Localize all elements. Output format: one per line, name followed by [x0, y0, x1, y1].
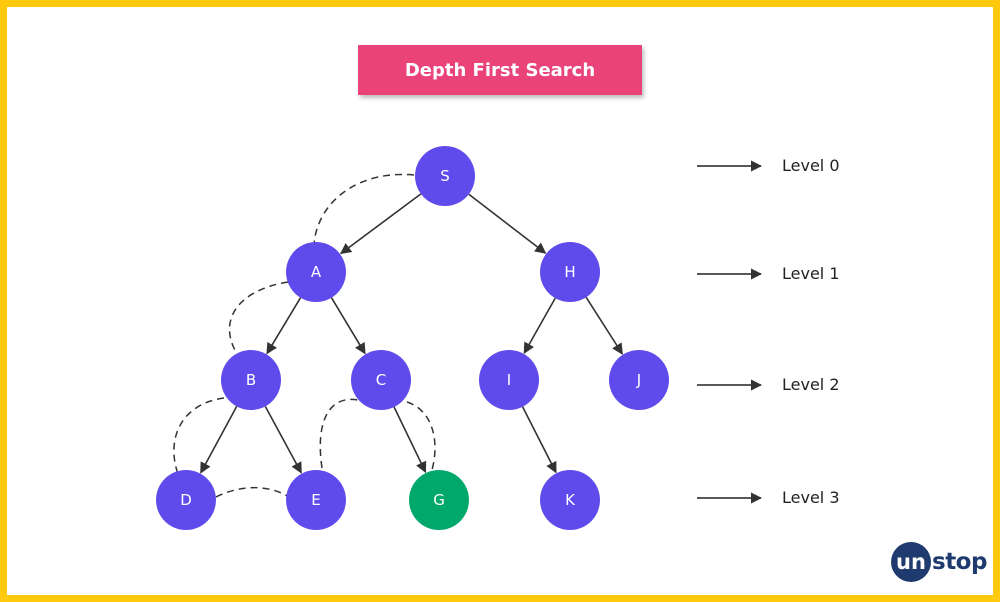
node-s: S: [415, 146, 475, 206]
logo-circle: un: [891, 542, 931, 582]
node-label: B: [246, 371, 256, 389]
node-label: C: [376, 371, 386, 389]
node-circle: [156, 470, 216, 530]
node-a: A: [286, 242, 346, 302]
traversal-path-d-to-e: [215, 486, 290, 498]
node-label: S: [440, 167, 450, 185]
edge-s-to-a: [339, 193, 422, 255]
node-k: K: [540, 470, 600, 530]
graph-nodes: S A H B C I J D E G K: [156, 146, 669, 530]
level-label: Level 0: [782, 156, 840, 175]
node-e: E: [286, 470, 346, 530]
edge-i-to-k: [521, 406, 557, 474]
level-indicator-1: Level 1: [697, 264, 840, 283]
level-label: Level 3: [782, 488, 840, 507]
traversal-path-a-to-b: [228, 281, 289, 353]
logo-text: stop: [932, 549, 987, 575]
level-label: Level 1: [782, 264, 840, 283]
node-circle: [415, 146, 475, 206]
edge-b-to-d: [200, 405, 238, 474]
node-c: C: [351, 350, 411, 410]
unstop-logo: un stop: [891, 540, 987, 584]
edge-a-to-b: [266, 297, 302, 355]
title-banner: Depth First Search: [358, 45, 642, 95]
traversal-path-s-to-a: [313, 173, 415, 245]
node-label: G: [433, 491, 445, 509]
node-i: I: [479, 350, 539, 410]
node-label: H: [564, 263, 575, 281]
edge-a-to-c: [330, 297, 366, 355]
node-circle: [540, 242, 600, 302]
graph-edges: [200, 193, 623, 474]
level-label: Level 2: [782, 375, 840, 394]
node-circle: [286, 470, 346, 530]
edge-b-to-e: [264, 405, 302, 474]
node-label: J: [636, 371, 641, 389]
level-indicator-0: Level 0: [697, 156, 840, 175]
level-indicator-2: Level 2: [697, 375, 840, 394]
node-circle: [409, 470, 469, 530]
node-circle: [286, 242, 346, 302]
traversal-path-e-to-c: [319, 398, 359, 469]
node-d: D: [156, 470, 216, 530]
node-label: K: [565, 491, 576, 509]
node-circle: [479, 350, 539, 410]
node-circle: [540, 470, 600, 530]
edge-h-to-j: [585, 296, 623, 355]
node-j: J: [609, 350, 669, 410]
traversal-dashed-paths: [173, 173, 436, 498]
node-label: A: [311, 263, 322, 281]
traversal-path-c-to-g: [406, 401, 436, 471]
node-h: H: [540, 242, 600, 302]
level-indicators: Level 0 Level 1 Level 2 Level 3: [697, 156, 840, 507]
node-label: I: [507, 371, 511, 389]
node-circle: [609, 350, 669, 410]
level-indicator-3: Level 3: [697, 488, 840, 507]
node-circle: [351, 350, 411, 410]
edge-s-to-h: [468, 193, 547, 254]
node-circle: [221, 350, 281, 410]
traversal-path-b-to-d: [173, 397, 225, 475]
node-b: B: [221, 350, 281, 410]
edge-h-to-i: [523, 297, 556, 354]
node-label: D: [180, 491, 192, 509]
edge-c-to-g: [393, 406, 427, 474]
node-label: E: [311, 491, 320, 509]
node-g: G: [409, 470, 469, 530]
